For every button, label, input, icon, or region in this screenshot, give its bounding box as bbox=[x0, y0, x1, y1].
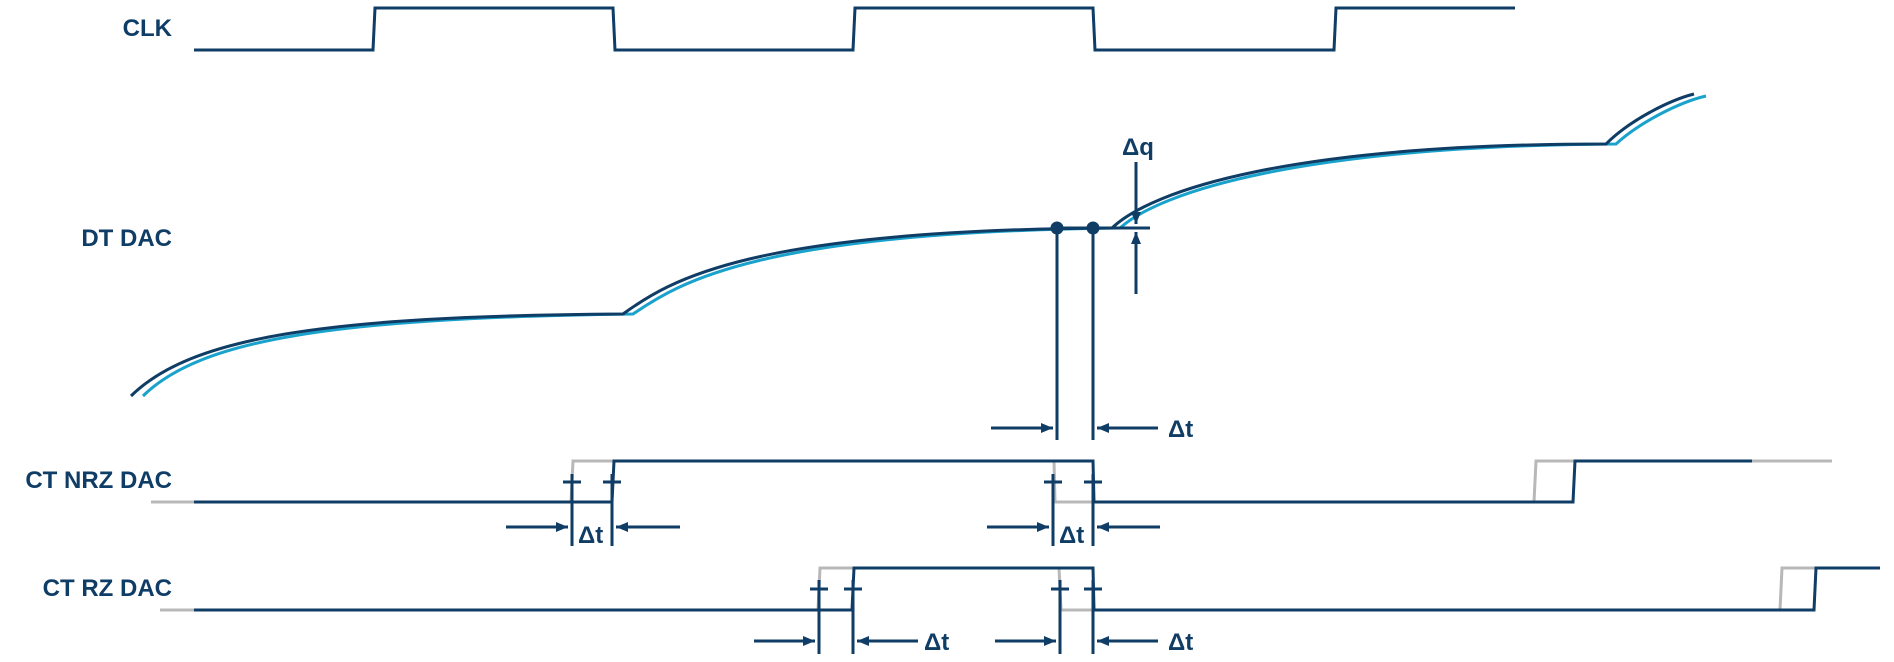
dt-dac-sample-dot-2 bbox=[1086, 221, 1100, 235]
ct-rz-edge-ticks bbox=[810, 580, 1102, 654]
dt-dac-label: DT DAC bbox=[81, 225, 172, 252]
dt-delta-t-label: Δt bbox=[1168, 416, 1193, 443]
ct-nrz-dac-label: CT NRZ DAC bbox=[25, 467, 172, 494]
rz-delta-t-1-label: Δt bbox=[924, 629, 949, 656]
delta-q-label: Δq bbox=[1122, 134, 1154, 161]
dt-dac-curve-shifted bbox=[141, 94, 1707, 398]
ct-nrz-edge-ticks bbox=[563, 474, 1102, 546]
ct-rz-dac-label: CT RZ DAC bbox=[43, 575, 172, 602]
dt-dac-curve bbox=[129, 92, 1695, 398]
clk-waveform bbox=[194, 6, 1515, 52]
nrz-delta-t-2-label: Δt bbox=[1059, 522, 1084, 549]
nrz-delta-t-1-label: Δt bbox=[578, 522, 603, 549]
clk-label: CLK bbox=[123, 15, 173, 42]
ct-rz-ideal-waveform bbox=[160, 566, 1840, 612]
dt-dac-sample-dot-1 bbox=[1050, 221, 1064, 235]
ct-rz-waveform bbox=[194, 566, 1880, 612]
rz-delta-t-2-label: Δt bbox=[1168, 629, 1193, 656]
ct-nrz-waveform bbox=[194, 459, 1752, 504]
ct-nrz-ideal-waveform bbox=[151, 459, 1832, 504]
